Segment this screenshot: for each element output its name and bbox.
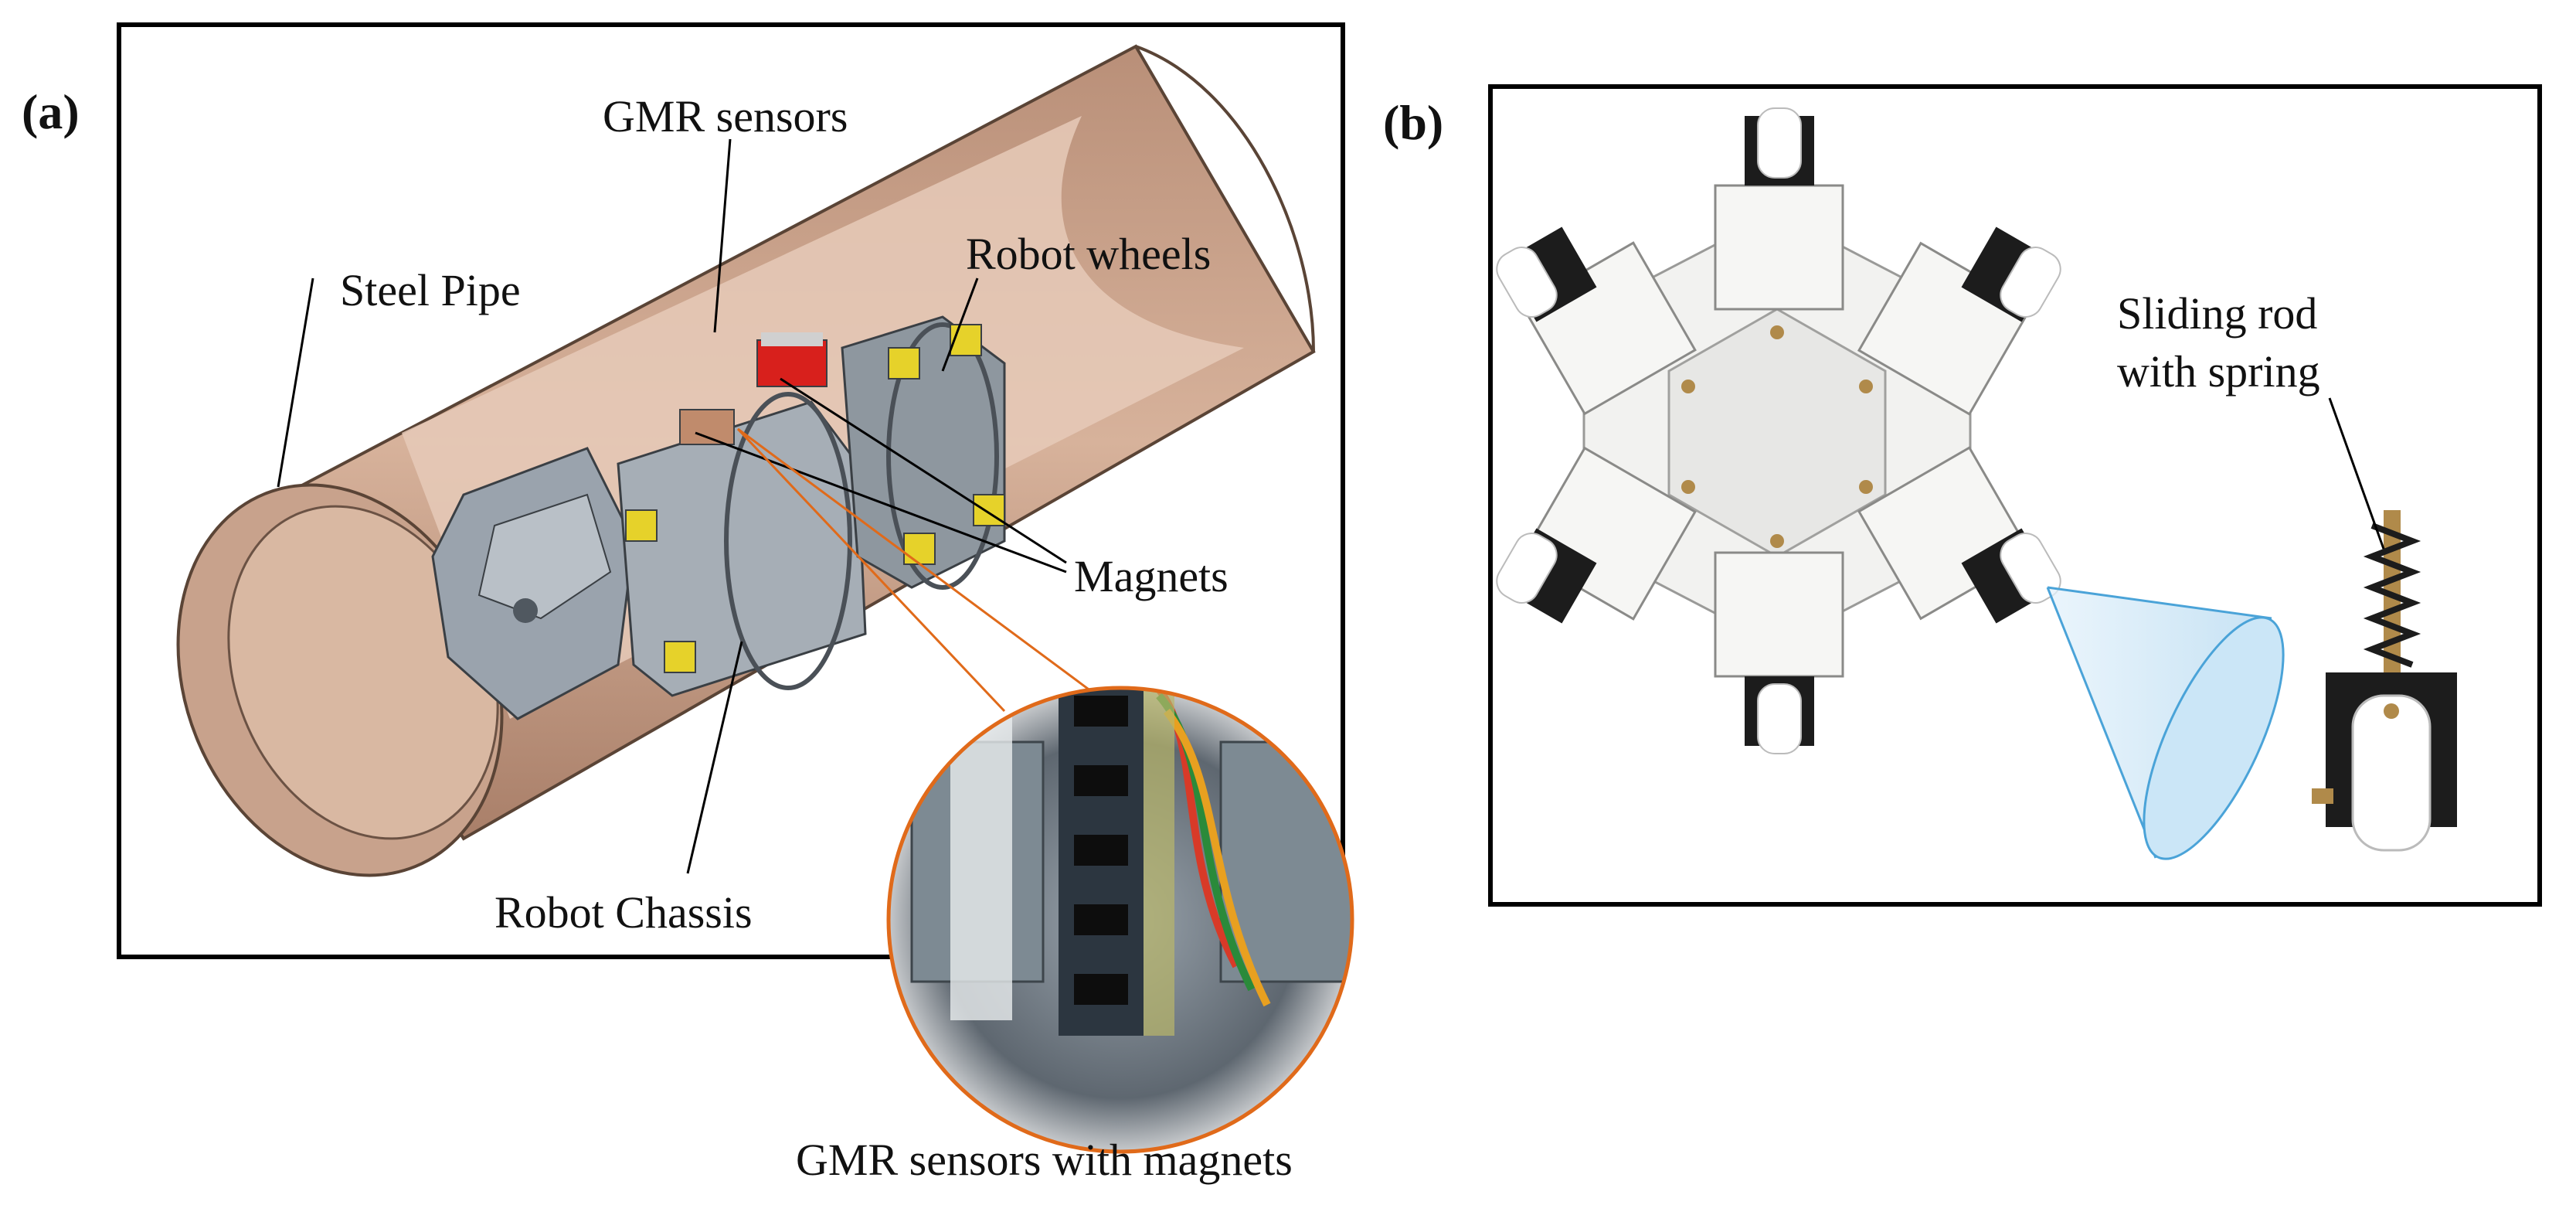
label-steel-pipe: Steel Pipe bbox=[340, 265, 521, 315]
leader-orange-a bbox=[736, 427, 1098, 713]
label-robot-chassis: Robot Chassis bbox=[494, 887, 753, 938]
panel-b-letter: (b) bbox=[1383, 95, 1443, 150]
leader-lines-a bbox=[277, 138, 1067, 874]
label-gmr-sensors: GMR sensors bbox=[603, 91, 848, 141]
sliding-rod-photo bbox=[2312, 510, 2457, 852]
label-inset-caption: GMR sensors with magnets bbox=[796, 1135, 1293, 1185]
robot-chassis-drawing bbox=[431, 315, 1006, 720]
gmr-inset-photo bbox=[886, 686, 1354, 1154]
label-magnets: Magnets bbox=[1074, 551, 1229, 601]
panel-b: (b) bbox=[1383, 84, 2542, 907]
label-sliding-rod-line2: with spring bbox=[2117, 346, 2320, 397]
robot-top-view-photo bbox=[1496, 107, 2061, 754]
label-robot-wheels: Robot wheels bbox=[966, 229, 1211, 279]
panel-a-letter: (a) bbox=[22, 84, 80, 139]
magnifier-cone bbox=[2046, 586, 2285, 860]
label-sliding-rod-line1: Sliding rod bbox=[2117, 288, 2317, 339]
leader-sliding-rod bbox=[2328, 397, 2385, 550]
panel-a: (a) bbox=[22, 22, 1354, 1185]
